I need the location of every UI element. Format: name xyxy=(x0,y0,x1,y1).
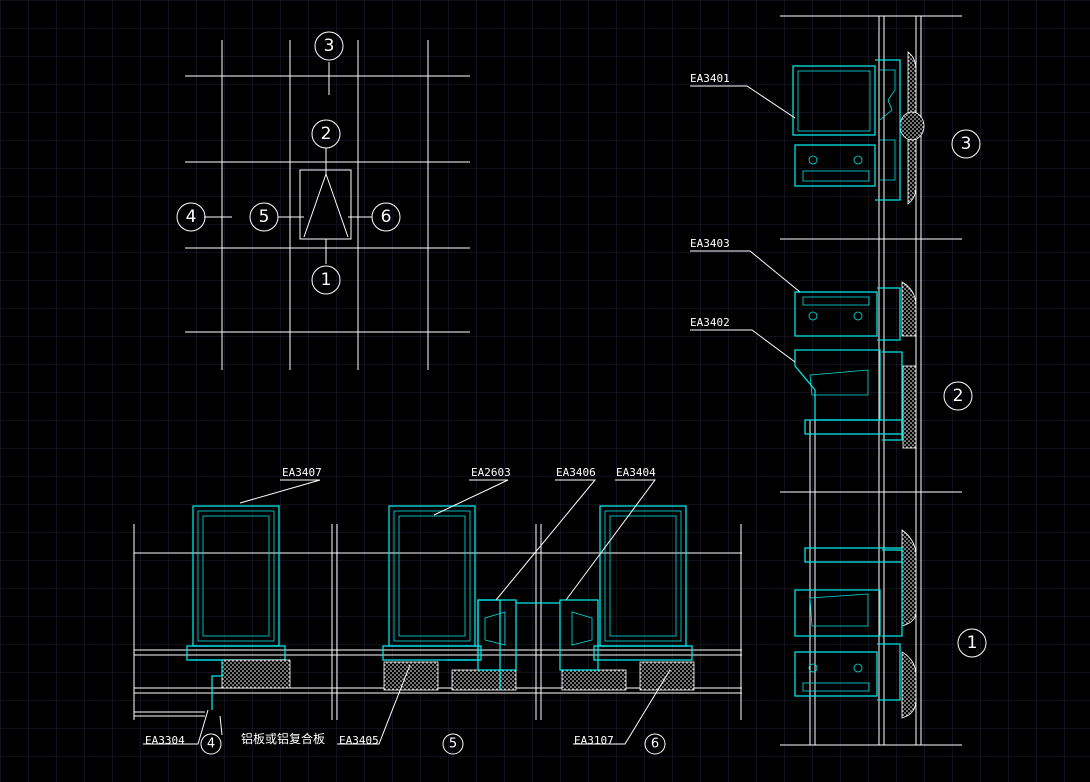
label-ea3406: EA3406 xyxy=(556,466,596,479)
label-ea3107: EA3107 xyxy=(574,734,614,747)
marker-1-label: 1 xyxy=(321,270,332,290)
label-ea2603: EA2603 xyxy=(471,466,511,479)
marker-3[interactable]: 3 xyxy=(314,31,344,61)
marker-2[interactable]: 2 xyxy=(311,119,341,149)
vertical-section: EA3401 EA3403 EA3402 3 2 1 xyxy=(690,15,987,746)
marker-5-label: 5 xyxy=(259,207,270,227)
horizontal-section: EA3407 EA2603 EA3406 EA3404 EA3304 EA340… xyxy=(133,466,742,755)
section-marker-vert-2-label: 2 xyxy=(953,386,964,406)
marker-6-label: 6 xyxy=(381,207,392,227)
marker-3-label: 3 xyxy=(324,36,335,56)
label-ea3401: EA3401 xyxy=(690,72,730,85)
section-marker-vert-1-label: 1 xyxy=(967,633,978,653)
section-marker-horiz-5[interactable]: 5 xyxy=(442,733,464,755)
marker-5[interactable]: 5 xyxy=(249,202,279,232)
section-marker-horiz-4-label: 4 xyxy=(207,737,215,752)
marker-6[interactable]: 6 xyxy=(371,202,401,232)
marker-1[interactable]: 1 xyxy=(311,265,341,295)
label-ea3404: EA3404 xyxy=(616,466,656,479)
label-ea3304: EA3304 xyxy=(145,734,185,747)
label-ea3402: EA3402 xyxy=(690,316,730,329)
label-ea3403: EA3403 xyxy=(690,237,730,250)
marker-4-label: 4 xyxy=(186,207,197,227)
marker-2-label: 2 xyxy=(321,124,332,144)
section-marker-vert-2[interactable]: 2 xyxy=(943,381,973,411)
label-ea3407: EA3407 xyxy=(282,466,322,479)
section-marker-horiz-5-label: 5 xyxy=(449,737,457,752)
section-marker-vert-1[interactable]: 1 xyxy=(957,628,987,658)
section-marker-vert-3[interactable]: 3 xyxy=(951,129,981,159)
section-marker-horiz-4[interactable]: 4 xyxy=(200,733,222,755)
key-plan: 3 2 1 4 5 6 xyxy=(176,31,470,370)
section-marker-horiz-6-label: 6 xyxy=(651,737,659,752)
material-note: 铝板或铝复合板 xyxy=(241,731,325,746)
section-marker-horiz-6[interactable]: 6 xyxy=(644,733,666,755)
marker-4[interactable]: 4 xyxy=(176,202,206,232)
section-marker-vert-3-label: 3 xyxy=(961,134,972,154)
label-ea3405: EA3405 xyxy=(339,734,379,747)
